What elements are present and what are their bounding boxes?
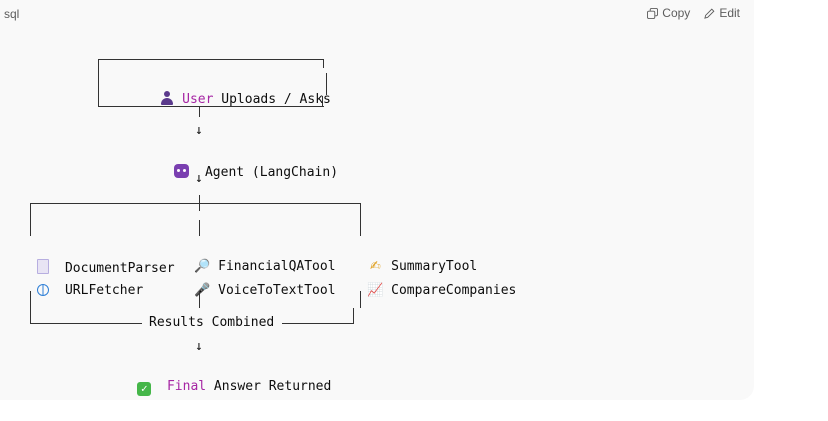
chart-icon: 📈 <box>367 283 384 298</box>
check-mark-icon: ✓ <box>137 382 152 396</box>
arrow-3: ↓ <box>195 339 203 354</box>
copy-button[interactable]: Copy <box>647 6 690 20</box>
microphone-icon: 🎤 <box>194 283 211 298</box>
robot-icon <box>174 164 190 178</box>
copy-label: Copy <box>662 6 691 20</box>
tool-compare-companies: 📈 CompareCompanies <box>367 283 517 298</box>
tool-financial-qa: 🔎 FinancialQATool <box>194 259 336 274</box>
tool-voice-to-text: 🎤 VoiceToTextTool <box>194 283 336 298</box>
tool-document-parser: DocumentParser <box>6 243 175 293</box>
agent-label: Agent (LangChain) <box>204 165 339 180</box>
arrow-1: ↓ <box>195 123 203 138</box>
user-icon <box>160 91 174 105</box>
arrow-2: ↓ <box>195 171 203 186</box>
copy-icon <box>647 7 659 19</box>
writing-hand-icon: ✍ <box>369 259 381 274</box>
tool-url-fetcher: URLFetcher <box>6 267 143 315</box>
pencil-icon <box>704 8 715 19</box>
magnifier-icon: 🔎 <box>194 259 211 274</box>
final-answer-row: ✓ Final Answer Returned <box>106 363 331 412</box>
edit-button[interactable]: Edit <box>704 6 740 20</box>
document-icon <box>37 259 50 274</box>
agent-label-row: Agent (LangChain) <box>143 148 338 197</box>
results-combined-label: Results Combined <box>149 315 275 330</box>
code-block: sql Copy Edit User Uploads / Asks ↓ Agen… <box>4 6 740 396</box>
user-box-text: User Uploads / Asks <box>129 75 331 124</box>
code-actions: Copy Edit <box>647 6 740 20</box>
globe-icon <box>37 284 50 296</box>
edit-label: Edit <box>719 6 740 20</box>
tool-summary: ✍ SummaryTool <box>336 243 477 291</box>
code-language-label: sql <box>4 7 20 21</box>
